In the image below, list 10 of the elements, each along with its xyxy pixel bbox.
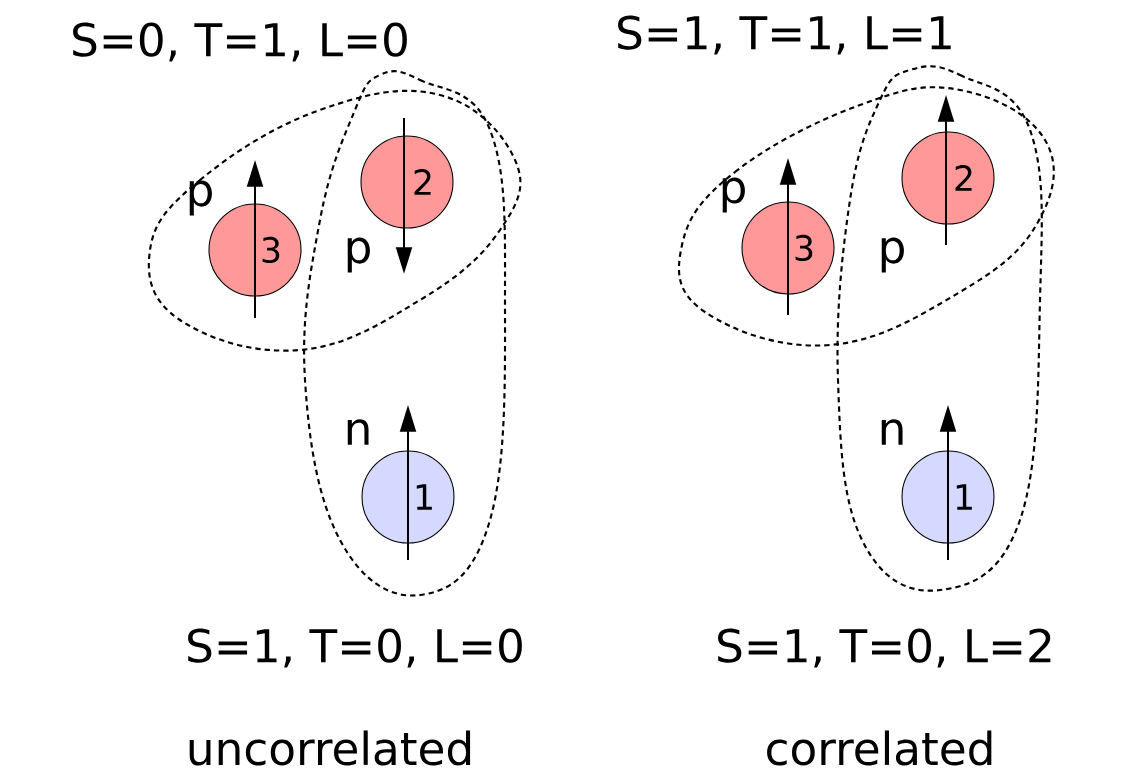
state-label: S=0, T=1, L=0 [73, 22, 407, 62]
particle-label: n [347, 419, 369, 445]
caption-text: uncorrelated [189, 730, 471, 766]
particle-label: p [347, 237, 370, 273]
caption-text: correlated [767, 730, 992, 766]
state-label: S=1, T=0, L=0 [188, 628, 522, 668]
particle-label: n [881, 419, 903, 445]
particle-label: p [881, 237, 904, 273]
state-label: S=1, T=0, L=2 [718, 628, 1051, 668]
state-label: S=1, T=1, L=1 [618, 15, 951, 55]
